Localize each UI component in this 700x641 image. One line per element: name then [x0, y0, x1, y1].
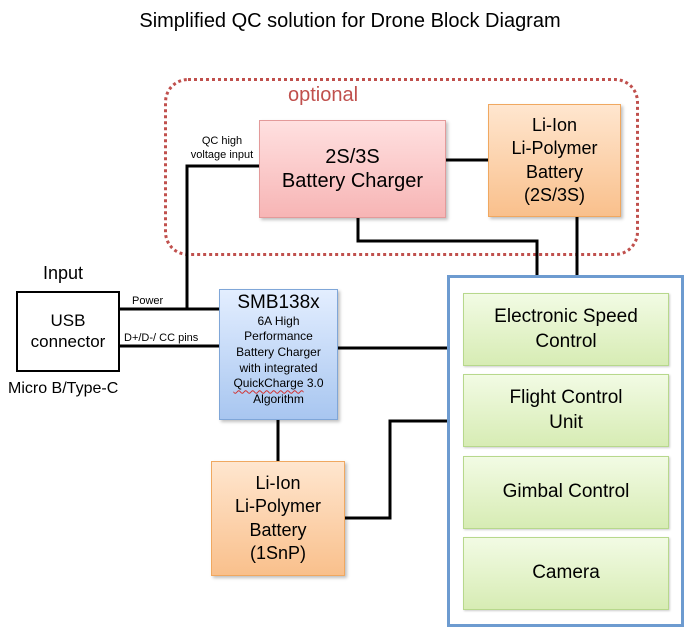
usb-line-2: connector [30, 331, 106, 351]
battery2s-line-4: (2S/3S) [523, 184, 586, 205]
usb-connector-block: USB connector [16, 291, 120, 372]
diagram-title: Simplified QC solution for Drone Block D… [139, 10, 561, 32]
wire-charger-drone [356, 218, 539, 275]
battery1s-line-2: Li-Polymer [234, 496, 322, 517]
battery1s-line-4: (1SnP) [249, 542, 307, 563]
smb-line-6: Algorithm [253, 391, 304, 406]
qc-label-line-2: voltage input [190, 149, 254, 162]
battery1s-line-3: Battery [249, 519, 307, 540]
optional-label: optional [288, 84, 359, 106]
battery2s-line-3: Battery [525, 161, 584, 182]
battery2s-line-1: Li-Ion [531, 115, 578, 136]
camera-line-1: Camera [532, 562, 600, 584]
wire-battery1s-drone [345, 419, 448, 520]
smb-line-1: 6A High [257, 313, 300, 328]
usb-line-1: USB [50, 311, 86, 331]
smb-qc-suffix: 3.0 [303, 376, 324, 391]
smb-line-4: with integrated [239, 360, 318, 375]
smb-title: SMB138x [237, 292, 320, 313]
module-gimbal-control: Gimbal Control [463, 456, 669, 529]
smb-line-5: QuickCharge 3.0 [233, 376, 323, 392]
qc-label-line-1: QC high [201, 135, 243, 147]
battery2s-line-2: Li-Polymer [511, 138, 598, 159]
battery-2s3s-block: Li-Ion Li-Polymer Battery (2S/3S) [488, 104, 621, 217]
data-pins-label: D+/D-/ CC pins [124, 332, 199, 344]
smb-line-2: Performance [244, 329, 313, 344]
qc-high-voltage-label: QC high voltage input [186, 134, 258, 163]
wire-qc-high-voltage [185, 164, 259, 309]
battery1s-line-1: Li-Ion [255, 473, 301, 494]
fcu-line-1: Flight Control [509, 386, 623, 408]
battery-1snp-block: Li-Ion Li-Polymer Battery (1SnP) [211, 461, 345, 576]
input-heading: Input [43, 263, 84, 283]
optional-region [164, 78, 639, 256]
esc-line-1: Electronic Speed [494, 305, 638, 327]
charger-line-1: 2S/3S [325, 146, 380, 168]
module-electronic-speed-control: Electronic Speed Control [463, 293, 669, 366]
usb-type-caption: Micro B/Type-C [8, 380, 119, 397]
charger-line-2: Battery Charger [281, 170, 424, 192]
gimbal-line-1: Gimbal Control [502, 481, 630, 503]
esc-line-2: Control [535, 330, 597, 352]
power-label: Power [132, 295, 164, 307]
smb-line-3: Battery Charger [236, 345, 321, 360]
smb-qc-word: QuickCharge [233, 376, 304, 391]
module-camera: Camera [463, 537, 669, 610]
fcu-line-2: Unit [549, 411, 583, 433]
module-flight-control-unit: Flight Control Unit [463, 374, 669, 447]
smb138x-block: SMB138x 6A High Performance Battery Char… [219, 289, 338, 420]
charger-2s3s-block: 2S/3S Battery Charger [259, 120, 446, 218]
